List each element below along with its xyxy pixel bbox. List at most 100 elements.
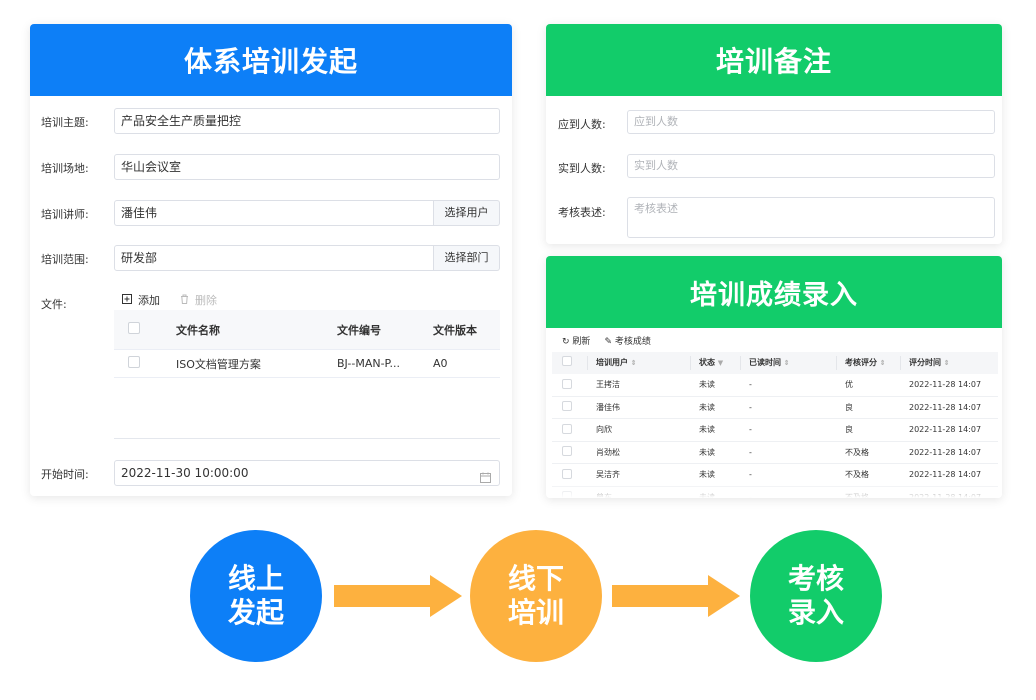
cell-read-time: - bbox=[749, 425, 752, 435]
cell-user: 向欣 bbox=[596, 425, 612, 435]
file-version: A0 bbox=[433, 357, 448, 370]
flow-step-line: 培训 bbox=[507, 596, 564, 629]
flow-step-offline-training: 线下 培训 bbox=[470, 530, 602, 662]
cell-score-time: 2022-11-28 14:07 bbox=[909, 447, 982, 457]
cell-status: 未读 bbox=[699, 470, 715, 480]
arrow-right-icon bbox=[612, 575, 740, 617]
sort-icon: ⇕ bbox=[783, 359, 790, 367]
column-header-score[interactable]: 考核评分 ⇕ bbox=[837, 356, 901, 370]
cell-read-time: - bbox=[749, 402, 752, 412]
files-toolbar: 添加 删除 bbox=[122, 292, 217, 308]
venue-input[interactable]: 华山会议室 bbox=[114, 154, 500, 180]
refresh-icon: ↻ bbox=[562, 337, 570, 347]
flow-step-online-initiate: 线上 发起 bbox=[190, 530, 322, 662]
cell-score: 不及格 bbox=[845, 447, 869, 457]
column-header-score-time[interactable]: 评分时间 ⇕ bbox=[909, 358, 950, 367]
field-label: 培训讲师: bbox=[41, 208, 89, 221]
select-all-checkbox[interactable] bbox=[128, 322, 140, 334]
field-label: 应到人数: bbox=[558, 118, 606, 131]
column-header-read-time[interactable]: 已读时间 ⇕ bbox=[741, 356, 837, 370]
select-user-button[interactable]: 选择用户 bbox=[434, 200, 500, 226]
edit-icon: ✎ bbox=[604, 337, 612, 347]
files-label: 文件: bbox=[41, 298, 67, 311]
cell-status: 未读 bbox=[699, 402, 715, 412]
scroll-fade bbox=[546, 482, 1002, 498]
table-row[interactable]: 向欣 未读 - 良 2022-11-28 14:07 bbox=[552, 419, 998, 442]
actual-count-input[interactable]: 实到人数 bbox=[627, 154, 995, 178]
column-header: 文件编号 bbox=[337, 323, 381, 337]
training-initiate-panel: 体系培训发起 培训主题: 产品安全生产质量把控 培训场地: 华山会议室 培训讲师… bbox=[30, 24, 512, 496]
panel-title: 体系培训发起 bbox=[30, 24, 512, 96]
select-department-button[interactable]: 选择部门 bbox=[434, 245, 500, 271]
cell-score-time: 2022-11-28 14:07 bbox=[909, 402, 982, 412]
lecturer-input[interactable]: 潘佳伟 bbox=[114, 200, 434, 226]
cell-status: 未读 bbox=[699, 380, 715, 390]
cell-user: 肖劲松 bbox=[596, 447, 620, 457]
flow-step-line: 发起 bbox=[227, 596, 284, 629]
cell-score: 优 bbox=[845, 380, 853, 390]
cell-read-time: - bbox=[749, 380, 752, 390]
field-label: 培训范围: bbox=[41, 253, 89, 266]
trash-icon bbox=[180, 294, 189, 307]
scores-toolbar: ↻ 刷新 ✎ 考核成绩 bbox=[562, 334, 651, 347]
cell-status: 未读 bbox=[699, 447, 715, 457]
sort-icon: ⇕ bbox=[943, 359, 950, 367]
cell-score-time: 2022-11-28 14:07 bbox=[909, 470, 982, 480]
select-all-checkbox[interactable] bbox=[562, 356, 572, 366]
add-file-label: 添加 bbox=[138, 294, 160, 307]
row-checkbox[interactable] bbox=[562, 378, 572, 389]
calendar-icon bbox=[480, 467, 491, 491]
score-label: 考核成绩 bbox=[614, 337, 651, 347]
column-header: 文件版本 bbox=[433, 323, 477, 337]
plus-square-icon bbox=[122, 293, 132, 307]
delete-file-label: 删除 bbox=[195, 294, 217, 307]
column-header-user[interactable]: 培训用户 ⇕ bbox=[588, 356, 691, 370]
row-checkbox[interactable] bbox=[562, 401, 572, 412]
cell-score-time: 2022-11-28 14:07 bbox=[909, 425, 982, 435]
panel-title: 培训备注 bbox=[546, 24, 1002, 96]
column-header: 文件名称 bbox=[176, 323, 220, 337]
panel-title: 培训成绩录入 bbox=[546, 256, 1002, 328]
scope-input[interactable]: 研发部 bbox=[114, 245, 434, 271]
expected-count-input[interactable]: 应到人数 bbox=[627, 110, 995, 134]
row-checkbox[interactable] bbox=[562, 423, 572, 434]
score-button[interactable]: ✎ 考核成绩 bbox=[604, 334, 650, 347]
table-header: 培训用户 ⇕ 状态 ▼ 已读时间 ⇕ 考核评分 ⇕ 评分时间 ⇕ bbox=[552, 352, 998, 374]
files-table: 文件名称 文件编号 文件版本 ISO文档管理方案 BJ--MAN-P... A0 bbox=[114, 310, 500, 378]
table-row[interactable]: 潘佳伟 未读 - 良 2022-11-28 14:07 bbox=[552, 397, 998, 419]
filter-icon: ▼ bbox=[717, 359, 724, 367]
scores-table: 培训用户 ⇕ 状态 ▼ 已读时间 ⇕ 考核评分 ⇕ 评分时间 ⇕ 王拷洁未读-优… bbox=[552, 352, 998, 498]
row-checkbox[interactable] bbox=[562, 446, 572, 457]
field-label: 培训主题: bbox=[41, 116, 89, 129]
cell-user: 潘佳伟 bbox=[596, 402, 620, 412]
column-header-status[interactable]: 状态 ▼ bbox=[691, 356, 741, 370]
topic-input[interactable]: 产品安全生产质量把控 bbox=[114, 108, 500, 134]
assessment-textarea[interactable]: 考核表述 bbox=[627, 197, 995, 238]
divider bbox=[114, 438, 500, 439]
field-label: 考核表述: bbox=[558, 206, 606, 219]
training-scores-panel: 培训成绩录入 ↻ 刷新 ✎ 考核成绩 培训用户 ⇕ 状态 ▼ 已读时间 ⇕ 考核… bbox=[546, 256, 1002, 498]
cell-score: 良 bbox=[845, 402, 853, 412]
row-checkbox[interactable] bbox=[562, 468, 572, 479]
cell-score-time: 2022-11-28 14:07 bbox=[909, 380, 982, 390]
file-name: ISO文档管理方案 bbox=[176, 357, 261, 371]
refresh-button[interactable]: ↻ 刷新 bbox=[562, 334, 590, 347]
sort-icon: ⇕ bbox=[879, 359, 886, 367]
file-code: BJ--MAN-P... bbox=[337, 357, 400, 370]
training-notes-panel: 培训备注 应到人数: 应到人数 实到人数: 实到人数 考核表述: 考核表述 bbox=[546, 24, 1002, 244]
table-row[interactable]: ISO文档管理方案 BJ--MAN-P... A0 bbox=[114, 350, 500, 378]
arrow-right-icon bbox=[334, 575, 462, 617]
row-checkbox[interactable] bbox=[128, 356, 140, 368]
cell-status: 未读 bbox=[699, 425, 715, 435]
table-header: 文件名称 文件编号 文件版本 bbox=[114, 310, 500, 350]
cell-score: 不及格 bbox=[845, 470, 869, 480]
flow-step-line: 录入 bbox=[787, 596, 844, 629]
add-file-button[interactable]: 添加 bbox=[122, 292, 160, 308]
cell-score: 良 bbox=[845, 425, 853, 435]
delete-file-button[interactable]: 删除 bbox=[180, 292, 217, 308]
start-time-picker[interactable]: 2022-11-30 10:00:00 bbox=[114, 460, 500, 486]
refresh-label: 刷新 bbox=[572, 337, 591, 347]
